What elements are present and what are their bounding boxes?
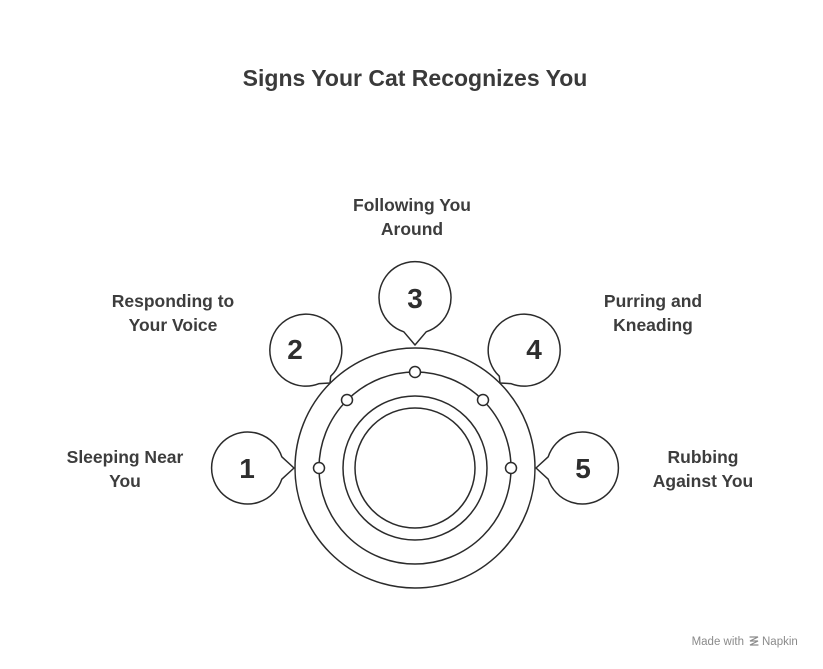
sign-label-4-line-2: Kneading [613, 315, 693, 335]
sign-label-5-line-1: Rubbing [668, 447, 739, 467]
footer-watermark: Made with Napkin [692, 636, 798, 648]
ring-dot-5 [504, 461, 518, 475]
sign-label-4-line-1: Purring and [604, 291, 702, 311]
bubble-2 [269, 313, 343, 387]
sign-label-3-line-1: Following You [353, 195, 471, 215]
ring-dot-1 [312, 461, 326, 475]
number-bubbles [210, 260, 620, 505]
sign-label-2-line-1: Responding to [112, 291, 234, 311]
bubble-number-2: 2 [287, 334, 303, 365]
page-title: Signs Your Cat Recognizes You [243, 65, 588, 91]
bubble-4 [487, 313, 561, 387]
bubble-number-4: 4 [526, 334, 542, 365]
sign-label-2-line-2: Your Voice [129, 315, 218, 335]
ring-dot-2 [340, 393, 354, 407]
bubble-number-3: 3 [407, 283, 423, 314]
outer-ring [294, 347, 536, 589]
bubble-3 [378, 260, 452, 346]
footer-brand: Napkin [762, 636, 798, 648]
bubble-5 [535, 431, 620, 505]
bubble-1 [210, 431, 295, 505]
concentric-rings [294, 347, 536, 589]
footer-made-with: Made with [692, 636, 744, 648]
ring-dot-3 [408, 365, 422, 379]
sign-label-5-line-2: Against You [653, 471, 753, 491]
sign-label-3-line-2: Around [381, 219, 443, 239]
sign-label-1-line-2: You [109, 471, 141, 491]
sign-label-1-line-1: Sleeping Near [67, 447, 184, 467]
bubble-number-5: 5 [575, 453, 591, 484]
inner-ring [342, 395, 488, 541]
sign-label-4: Purring and Kneading [604, 291, 702, 335]
sign-label-2: Responding to Your Voice [112, 291, 234, 335]
core-ring [354, 407, 476, 529]
ring-dot-4 [476, 393, 490, 407]
ring-dots [312, 365, 518, 475]
napkin-logo-icon [749, 636, 759, 646]
sign-label-1: Sleeping Near You [67, 447, 184, 491]
bubble-number-1: 1 [239, 453, 255, 484]
sign-label-5: Rubbing Against You [653, 447, 753, 491]
sign-label-3: Following You Around [353, 195, 471, 239]
